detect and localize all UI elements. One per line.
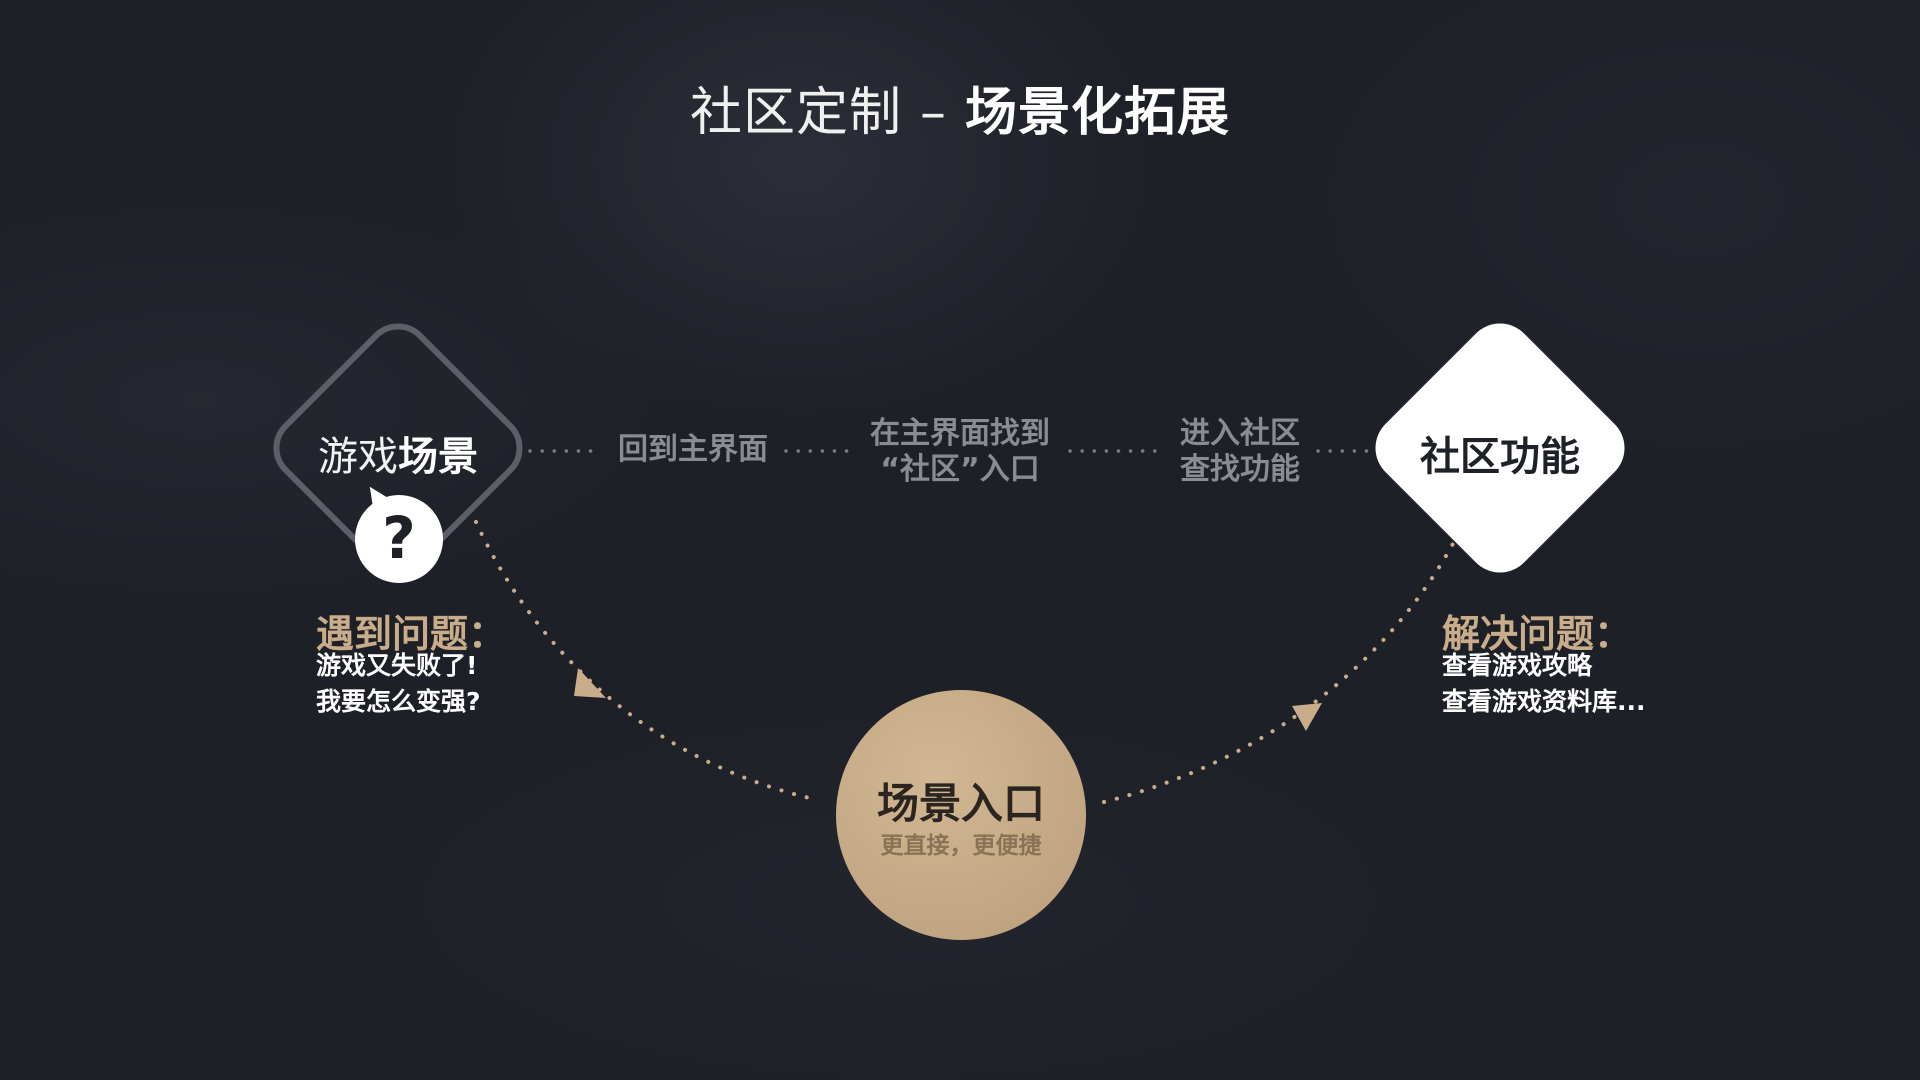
scene-entry-title: 场景入口 <box>876 779 1045 828</box>
scene-entry-subtitle: 更直接，更便捷 <box>880 833 1042 859</box>
solution-line: 查看游戏资料库... <box>1442 687 1646 716</box>
question-bubble-icon <box>355 495 443 583</box>
step-enter-community: 进入社区 查找功能 <box>1160 416 1320 488</box>
game-scene-label: 游戏场景 <box>268 424 528 482</box>
page-title: 社区定制–场景化拓展 <box>0 70 1920 145</box>
problem-line: 游戏又失败了! <box>316 651 478 680</box>
solution-line: 查看游戏攻略 <box>1442 651 1593 680</box>
game-scene-label-bold: 场景 <box>398 434 478 480</box>
step-1-line-1: 回到主界面 <box>618 432 768 467</box>
title-dash: – <box>920 83 947 143</box>
game-scene-label-light: 游戏 <box>318 434 398 480</box>
arrow-up-right <box>1292 703 1322 731</box>
problem-line: 我要怎么变强? <box>316 687 481 716</box>
curve-game-to-entry <box>474 520 820 802</box>
step-2-line-2: “社区”入口 <box>880 452 1040 487</box>
step-find-community-entry: 在主界面找到 “社区”入口 <box>850 416 1070 488</box>
step-3-line-2: 查找功能 <box>1180 452 1300 487</box>
solution-title: 解决问题： <box>1442 612 1633 656</box>
problem-title: 遇到问题： <box>316 612 507 656</box>
question-mark-icon: ? <box>382 504 416 572</box>
title-bold: 场景化拓展 <box>965 83 1231 143</box>
scene-entry-circle <box>836 690 1086 940</box>
title-light: 社区定制 <box>689 83 902 143</box>
step-2-line-1: 在主界面找到 <box>870 416 1050 451</box>
step-3-line-1: 进入社区 <box>1180 416 1300 451</box>
arrow-down-right <box>574 668 606 698</box>
community-feature-label: 社区功能 <box>1420 434 1580 480</box>
curve-entry-to-community <box>1102 538 1457 804</box>
step-back-to-main: 回到主界面 <box>600 432 786 468</box>
